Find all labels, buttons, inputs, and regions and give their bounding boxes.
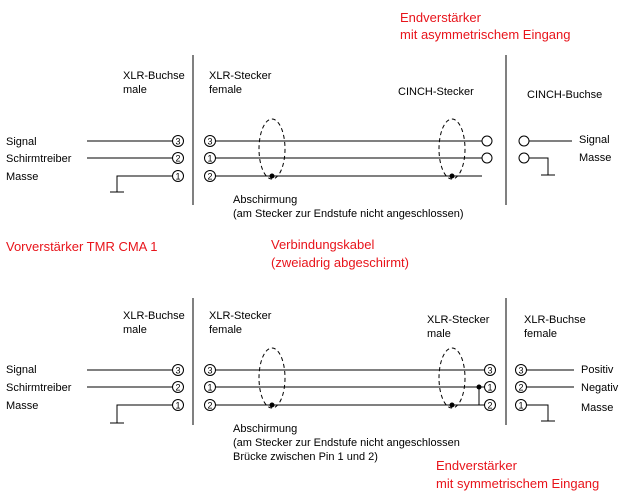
bottom-xlr-buchse-female-sub: female [524,328,557,340]
top-masse-label: Masse [6,171,38,183]
bottom-xlr-buchse-sub: male [123,324,147,336]
top-cinch-buchse-label: CINCH-Buchse [527,89,602,101]
svg-text:1: 1 [175,172,180,182]
top-schirmtreiber-label: Schirmtreiber [6,153,72,165]
bottom-buchse-pin-1: 1 [172,399,184,411]
svg-text:2: 2 [207,172,212,182]
bottom-stecker-male-pin-1: 1 [484,381,496,393]
svg-text:3: 3 [518,366,523,376]
svg-text:1: 1 [207,383,212,393]
top-masse-right-label: Masse [579,152,611,164]
top-signal-right-label: Signal [579,134,610,146]
svg-text:1: 1 [487,383,492,393]
top-buchse-pin-1: 1 [172,170,184,182]
top-buchse-pin-3: 3 [172,135,184,147]
bottom-bridge-dot-top [476,384,482,390]
bottom-wire-masse-out [527,404,549,421]
bottom-abschirmung-label: Abschirmung [233,423,297,435]
bottom-buchse-female-pin-3: 3 [515,364,527,376]
svg-text:2: 2 [518,383,523,393]
bottom-positiv-label: Positiv [581,364,614,376]
bottom-buchse-pin-3: 3 [172,364,184,376]
top-shield-right [438,118,466,180]
top-title-line2: mit asymmetrischem Eingang [400,27,571,42]
bottom-xlr-stecker-male-label: XLR-Stecker [427,314,490,326]
top-cinch-stecker-label: CINCH-Stecker [398,86,474,98]
bottom-xlr-stecker-male-sub: male [427,328,451,340]
bottom-note-line2: Brücke zwischen Pin 1 und 2) [233,451,378,463]
top-stecker-pin-1: 1 [204,152,216,164]
top-stecker-pin-2: 2 [204,170,216,182]
svg-text:3: 3 [487,366,492,376]
svg-text:2: 2 [207,401,212,411]
top-signal-label: Signal [6,136,37,148]
bottom-shield-left [258,347,286,409]
svg-text:3: 3 [207,366,212,376]
top-cinch-stecker-signal [481,135,493,147]
top-shield-left [258,118,286,180]
svg-text:3: 3 [175,137,180,147]
top-stecker-pin-3: 3 [204,135,216,147]
bottom-stecker-pin-3: 3 [204,364,216,376]
top-cinch-buchse-masse [518,152,530,164]
bottom-wire-masse-in [116,404,172,423]
kabel-label-line2: (zweiadrig abgeschirmt) [271,255,409,270]
svg-text:2: 2 [175,154,180,164]
vorverstaerker-label: Vorverstärker TMR CMA 1 [6,239,157,254]
bottom-stecker-pin-1: 1 [204,381,216,393]
bottom-schirmtreiber-label: Schirmtreiber [6,382,72,394]
top-buchse-pin-2: 2 [172,152,184,164]
bottom-masse-label: Masse [6,400,38,412]
svg-text:3: 3 [175,366,180,376]
bottom-buchse-female-pin-1: 1 [515,399,527,411]
top-shield-dot-left [269,173,275,179]
bottom-stecker-male-pin-3: 3 [484,364,496,376]
bottom-xlr-stecker-label: XLR-Stecker [209,310,272,322]
bottom-shield-right [438,347,466,409]
bottom-shield-dot-left [269,402,275,408]
bottom-masse-right-label: Masse [581,402,613,414]
top-note-label: (am Stecker zur Endstufe nicht angeschlo… [233,208,464,220]
top-wire-masse-in [116,175,172,192]
top-xlr-buchse-label: XLR-Buchse [123,70,185,82]
top-title-line1: Endverstärker [400,10,482,25]
bottom-note-line1: (am Stecker zur Endstufe nicht angeschlo… [233,437,460,449]
bottom-buchse-female-pin-2: 2 [515,381,527,393]
bottom-xlr-stecker-sub: female [209,324,242,336]
bottom-xlr-buchse-female-label: XLR-Buchse [524,314,586,326]
bottom-xlr-buchse-label: XLR-Buchse [123,310,185,322]
bottom-title-line2: mit symmetrischem Eingang [436,476,599,491]
top-shield-dot-right [449,173,455,179]
svg-text:1: 1 [207,154,212,164]
top-wire-masse-out [529,157,549,175]
svg-text:1: 1 [518,401,523,411]
kabel-label-line1: Verbindungskabel [271,237,374,252]
svg-text:1: 1 [175,401,180,411]
svg-text:2: 2 [487,401,492,411]
svg-text:3: 3 [207,137,212,147]
bottom-stecker-pin-2: 2 [204,399,216,411]
top-cinch-stecker-masse [481,152,493,164]
top-abschirmung-label: Abschirmung [233,194,297,206]
svg-text:2: 2 [175,383,180,393]
bottom-title-line1: Endverstärker [436,458,518,473]
bottom-buchse-pin-2: 2 [172,381,184,393]
top-xlr-stecker-sub: female [209,84,242,96]
bottom-stecker-male-pin-2: 2 [484,399,496,411]
bottom-negativ-label: Negativ [581,382,619,394]
bottom-signal-label: Signal [6,364,37,376]
top-xlr-stecker-label: XLR-Stecker [209,70,272,82]
top-xlr-buchse-sub: male [123,84,147,96]
bottom-shield-dot-right [449,402,455,408]
top-cinch-buchse-signal [518,135,530,147]
